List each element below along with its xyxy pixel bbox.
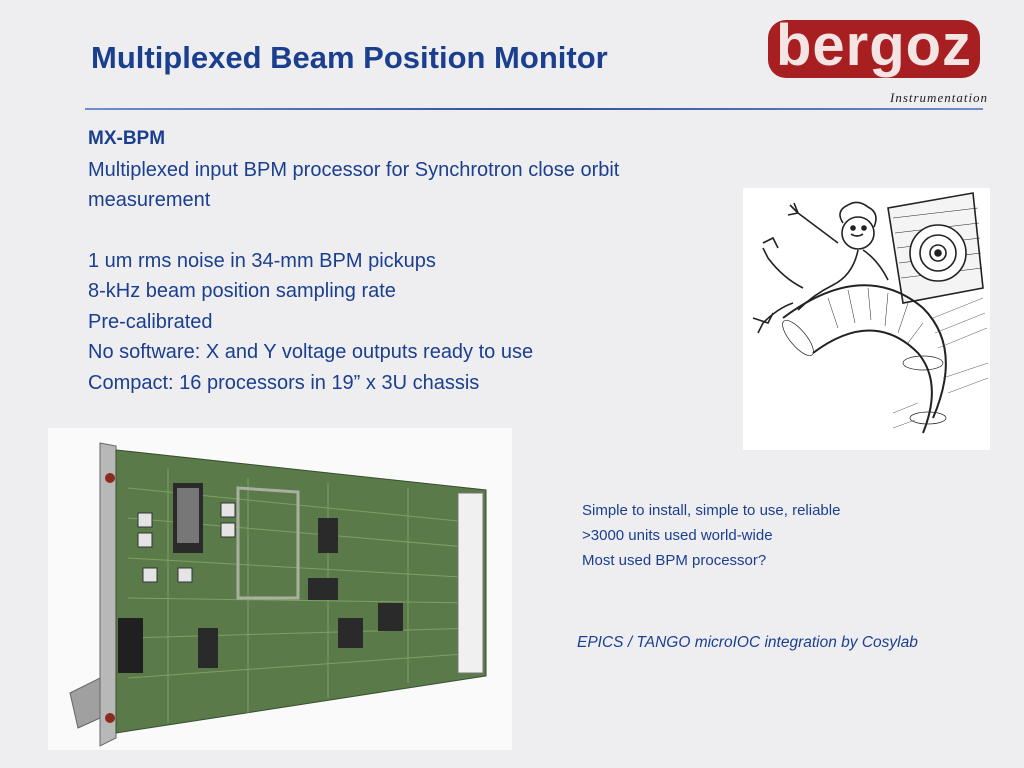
feature-line: 8-kHz beam position sampling rate: [88, 280, 396, 302]
integration-note: EPICS / TANGO microIOC integration by Co…: [577, 634, 918, 651]
cartoon-illustration: [743, 188, 990, 450]
description-line: measurement: [88, 189, 211, 211]
note-line: Simple to install, simple to use, reliab…: [582, 502, 841, 519]
bergoz-logo: bergoz: [768, 13, 980, 78]
description-line: Multiplexed input BPM processor for Sync…: [88, 158, 620, 181]
main-text-block: MX-BPM Multiplexed input BPM processor f…: [88, 124, 728, 398]
logo-wordmark: bergoz: [775, 13, 973, 78]
logo-subtitle: Instrumentation: [890, 90, 989, 105]
product-heading: MX-BPM: [88, 128, 166, 149]
feature-line: 1 um rms noise in 34-mm BPM pickups: [88, 249, 436, 272]
pcb-board-photo: [48, 428, 512, 750]
feature-line: No software: X and Y voltage outputs rea…: [88, 341, 534, 363]
note-line: Most used BPM processor?: [582, 552, 767, 569]
slide-title: Multiplexed Beam Position Monitor: [91, 40, 608, 75]
feature-line: Compact: 16 processors in 19” x 3U chass…: [88, 371, 480, 394]
notes-block: Simple to install, simple to use, reliab…: [582, 498, 840, 573]
feature-line: Pre-calibrated: [88, 310, 213, 333]
note-line: >3000 units used world-wide: [582, 527, 773, 544]
title-divider: [85, 108, 983, 110]
spacer: [88, 216, 728, 246]
pcb-drawing: [69, 442, 487, 747]
cartoon-drawing: [752, 192, 989, 434]
